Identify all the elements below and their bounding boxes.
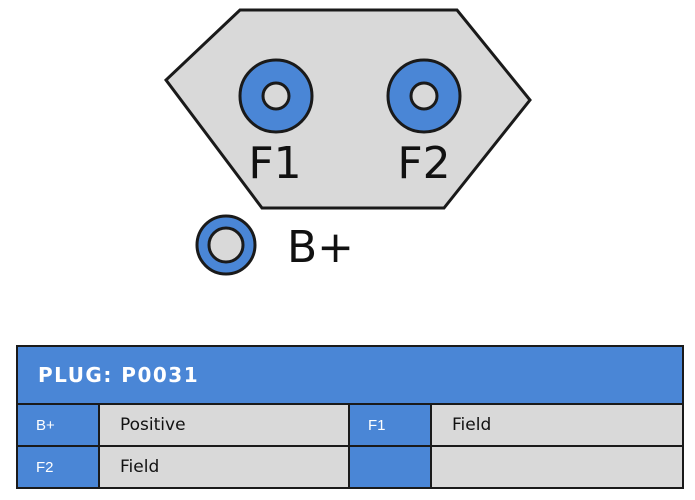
connector-diagram: F1 F2 B+ — [163, 8, 532, 276]
pin-description: Field — [429, 403, 685, 447]
terminal-b-plus-label: B+ — [287, 222, 354, 273]
pin-label — [348, 445, 432, 489]
plug-header-row: PLUG: P0031 — [15, 345, 685, 405]
table-row: F2 Field — [16, 445, 685, 489]
pin-label: F2 — [16, 445, 100, 489]
plug-pinout-table: PLUG: P0031 B+ Positive F1 Field F2 Fiel… — [15, 345, 685, 489]
pin-description: Field — [98, 445, 350, 489]
pin-description: Positive — [98, 403, 350, 447]
terminal-b-plus: B+ — [195, 214, 354, 276]
connector-body — [163, 8, 532, 210]
terminal-f1-label: F1 — [248, 138, 301, 189]
plug-title: PLUG: P0031 — [15, 345, 685, 405]
terminal-f1-hole — [261, 81, 291, 111]
terminal-b-plus-hole — [207, 226, 245, 264]
pin-label: B+ — [16, 403, 100, 447]
pin-label: F1 — [348, 403, 432, 447]
pin-description — [429, 445, 685, 489]
table-row: B+ Positive F1 Field — [16, 403, 685, 447]
terminal-f2-label: F2 — [397, 138, 450, 189]
terminal-f1: F1 — [238, 58, 314, 189]
terminal-f2-hole — [409, 81, 439, 111]
terminal-f2: F2 — [386, 58, 462, 189]
